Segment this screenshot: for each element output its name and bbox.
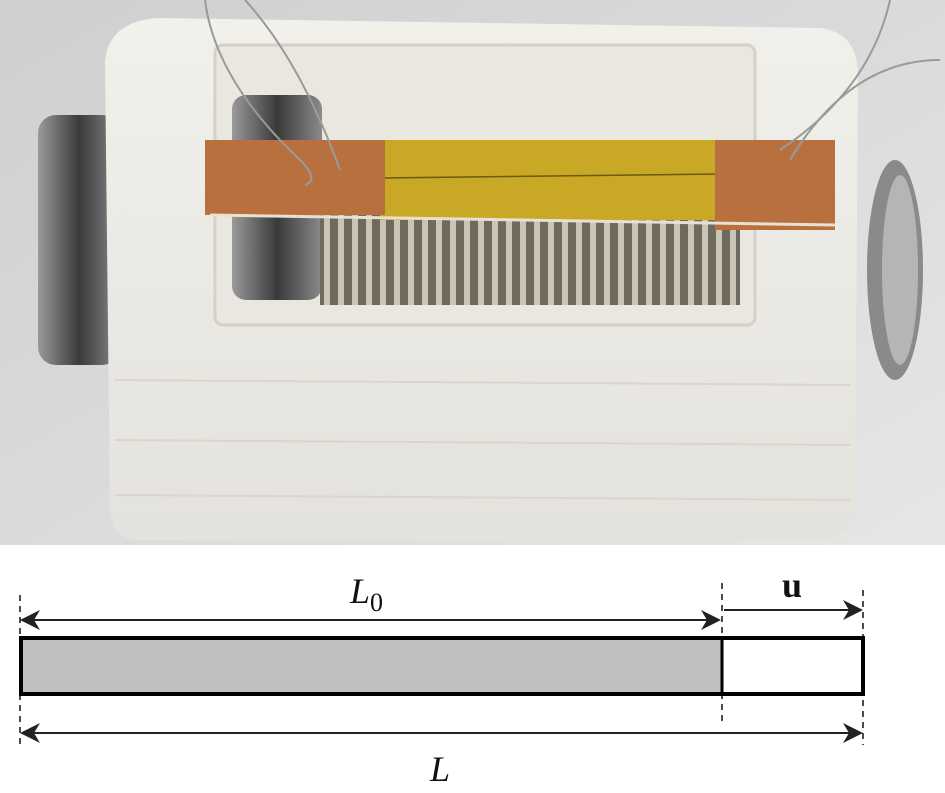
original-bar [21,638,722,694]
label-l0: L0 [349,571,383,617]
bar-outline [19,636,865,696]
extension-segment [722,638,863,694]
wires [204,0,941,186]
label-u: u [782,565,802,605]
extension-diagram: L0 u L [19,565,865,789]
sensor-photo [0,0,945,545]
strain-gauge [205,140,836,230]
label-l: L [429,749,450,789]
right-nut [867,160,923,380]
left-nut [38,115,120,365]
